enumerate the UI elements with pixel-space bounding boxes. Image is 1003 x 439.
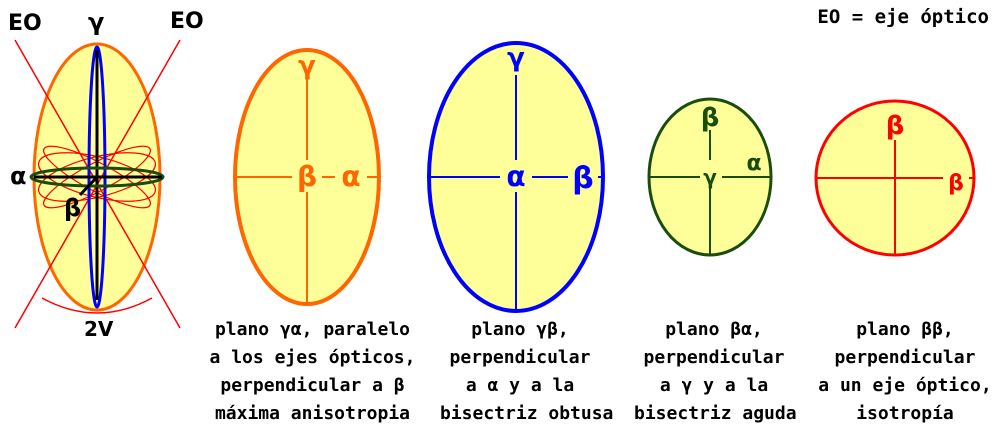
- beta-axis: [78, 175, 99, 197]
- caption-gamma-alpha: plano γα, paralelo a los ejes ópticos, p…: [200, 316, 425, 428]
- caption-line: bisectriz aguda: [634, 403, 797, 424]
- top-label: γ: [298, 51, 316, 81]
- caption-line: a α y a la: [465, 375, 575, 396]
- angle-2v-arc: [41, 297, 153, 314]
- section-gamma-beta: γ α β: [427, 41, 605, 313]
- caption-line: plano γα, paralelo: [214, 319, 411, 340]
- beta-label: β: [64, 194, 81, 222]
- caption-line: isotropía: [856, 403, 954, 424]
- center-label: γ: [703, 165, 717, 189]
- caption-line: plano ββ,: [856, 319, 954, 340]
- section-beta-alpha: β γ α: [647, 97, 773, 257]
- gamma-label: γ: [88, 8, 104, 36]
- angle-2v-label: 2V: [84, 317, 114, 341]
- caption-gamma-beta: plano γβ, perpendicular a α y a la bisec…: [440, 316, 614, 428]
- caption-beta-alpha: plano βα, perpendicular a γ y a la bisec…: [634, 316, 797, 428]
- legend-text: EO = eje óptico: [817, 6, 989, 28]
- section-beta-beta: β β: [814, 99, 976, 257]
- eo-label-right: EO: [170, 9, 204, 34]
- caption-line: bisectriz obtusa: [440, 403, 614, 424]
- caption-line: perpendicular: [834, 347, 976, 368]
- section-gamma-alpha: γ β α: [233, 48, 381, 306]
- top-label: β: [886, 111, 905, 141]
- right-label: α: [746, 151, 761, 176]
- caption-line: plano γβ,: [471, 319, 569, 340]
- center-label: β: [297, 160, 317, 193]
- right-label: β: [572, 161, 593, 196]
- caption-line: plano βα,: [665, 319, 763, 340]
- horizontal-section: [29, 166, 165, 188]
- caption-line: perpendicular a β: [220, 375, 405, 396]
- caption-beta-beta: plano ββ, perpendicular a un eje óptico,…: [812, 316, 998, 428]
- right-label: β: [948, 171, 964, 196]
- indicatrix-figure: EO EO γ α β 2V: [8, 8, 204, 341]
- top-label: β: [701, 103, 720, 133]
- center-label: α: [506, 160, 525, 193]
- alpha-label: α: [10, 162, 27, 190]
- top-label: γ: [507, 43, 525, 73]
- caption-line: perpendicular: [449, 347, 591, 368]
- caption-line: máxima anisotropia: [214, 403, 411, 424]
- eo-label-left: EO: [8, 11, 42, 36]
- right-label: α: [341, 160, 360, 193]
- caption-line: perpendicular: [643, 347, 785, 368]
- caption-line: a los ejes ópticos,: [209, 347, 416, 368]
- caption-line: a un eje óptico,: [818, 375, 992, 396]
- caption-line: a γ y a la: [659, 375, 769, 396]
